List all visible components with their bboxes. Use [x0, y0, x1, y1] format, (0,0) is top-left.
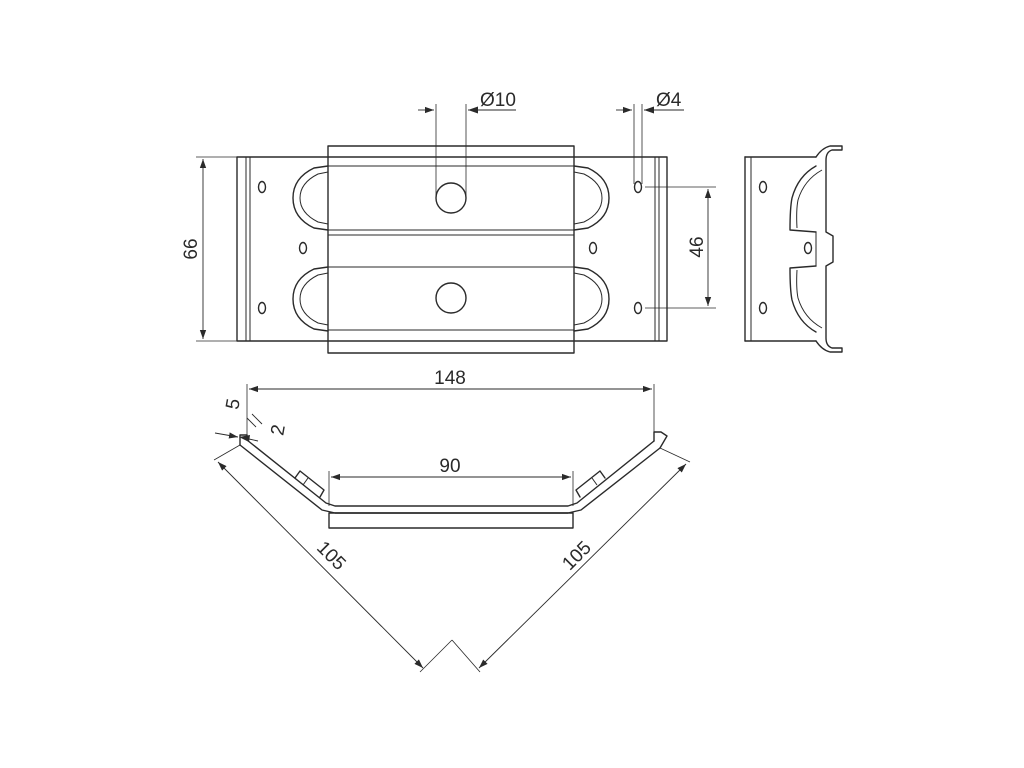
- large-hole: [435, 182, 467, 214]
- left-leg-dimension-line: [217, 461, 424, 669]
- rib-outline: [299, 171, 329, 225]
- side-bump: [789, 165, 817, 233]
- flange-width-dimension-label: 5: [222, 397, 245, 411]
- rib-outline: [299, 272, 329, 326]
- small-hole: [633, 180, 643, 194]
- total-width-dimension-label: 148: [434, 368, 466, 389]
- front-view: 66 46 Ø10 Ø4: [181, 90, 716, 354]
- rib-tab: [294, 470, 325, 498]
- rib-outline: [573, 171, 603, 225]
- side-view: [744, 145, 843, 353]
- right-leg-dimension-label: 105: [558, 537, 595, 574]
- hole-spacing-dimension-label: 46: [687, 236, 708, 257]
- inner-width-dimension-label: 90: [439, 456, 460, 477]
- thickness-dimension-label: 2: [267, 423, 290, 437]
- large-hole: [435, 282, 467, 314]
- right-flange: [653, 431, 668, 449]
- small-hole: [758, 180, 768, 194]
- side-bump: [789, 265, 817, 333]
- rib-outline: [573, 272, 603, 326]
- small-hole: [803, 241, 813, 255]
- side-profile: [815, 145, 843, 353]
- rib-outline: [292, 266, 329, 332]
- rib-outline: [573, 165, 610, 231]
- small-hole: [633, 301, 643, 315]
- rib-outline: [292, 165, 329, 231]
- left-leg-dimension-label: 105: [312, 537, 349, 574]
- top-view: 148 90 5 2 105 105: [213, 368, 691, 673]
- small-hole: [758, 301, 768, 315]
- small-hole: [257, 180, 267, 194]
- center-section: [327, 145, 575, 354]
- right-leg-dimension-line: [478, 463, 687, 669]
- small-hole: [588, 241, 598, 255]
- small-hole: [298, 241, 308, 255]
- rib-outline: [573, 266, 610, 332]
- small-hole: [257, 301, 267, 315]
- height-dimension-label: 66: [181, 238, 202, 259]
- hole-small-dimension-label: Ø4: [656, 90, 682, 111]
- center-channel: [328, 512, 574, 529]
- hole-large-dimension-label: Ø10: [480, 90, 516, 111]
- plate-outline: [236, 156, 668, 342]
